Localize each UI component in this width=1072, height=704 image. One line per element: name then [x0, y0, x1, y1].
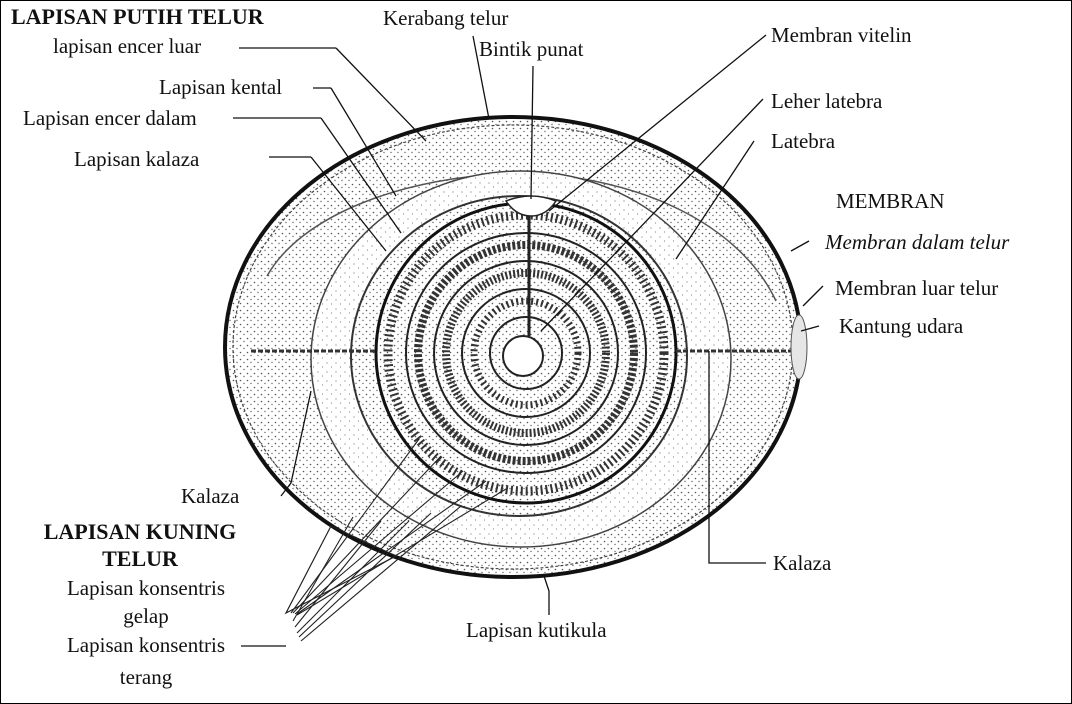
label-membran-dalam-telur: Membran dalam telur [825, 230, 1009, 254]
kuning-telur-header-line1: LAPISAN KUNING [25, 520, 255, 544]
label-encer-dalam: Lapisan encer dalam [23, 106, 197, 130]
label-lapisan-kalaza: Lapisan kalaza [74, 147, 199, 171]
label-konsentris-terang-line2: terang [41, 665, 251, 689]
label-kantung-udara: Kantung udara [839, 314, 963, 338]
label-kerabang-telur: Kerabang telur [383, 6, 508, 30]
label-encer-luar: lapisan encer luar [53, 34, 201, 58]
label-lapisan-kutikula: Lapisan kutikula [466, 618, 607, 642]
label-leher-latebra: Leher latebra [771, 89, 882, 113]
label-bintik-punat: Bintik punat [479, 37, 583, 61]
label-membran-luar-telur: Membran luar telur [835, 276, 998, 300]
label-konsentris-gelap-line1: Lapisan konsentris [41, 576, 251, 600]
label-konsentris-terang-line1: Lapisan konsentris [41, 633, 251, 657]
label-lapisan-kental: Lapisan kental [159, 75, 282, 99]
kuning-telur-header-line2: TELUR [25, 547, 255, 571]
membran-header: MEMBRAN [836, 189, 945, 213]
latebra-center [503, 336, 543, 376]
label-kalaza-right: Kalaza [773, 551, 831, 575]
putih-telur-header: LAPISAN PUTIH TELUR [11, 5, 264, 29]
label-latebra: Latebra [771, 129, 835, 153]
label-membran-vitelin: Membran vitelin [771, 23, 912, 47]
air-sac [791, 315, 807, 379]
label-konsentris-gelap-line2: gelap [41, 604, 251, 628]
label-kalaza-left: Kalaza [181, 484, 239, 508]
